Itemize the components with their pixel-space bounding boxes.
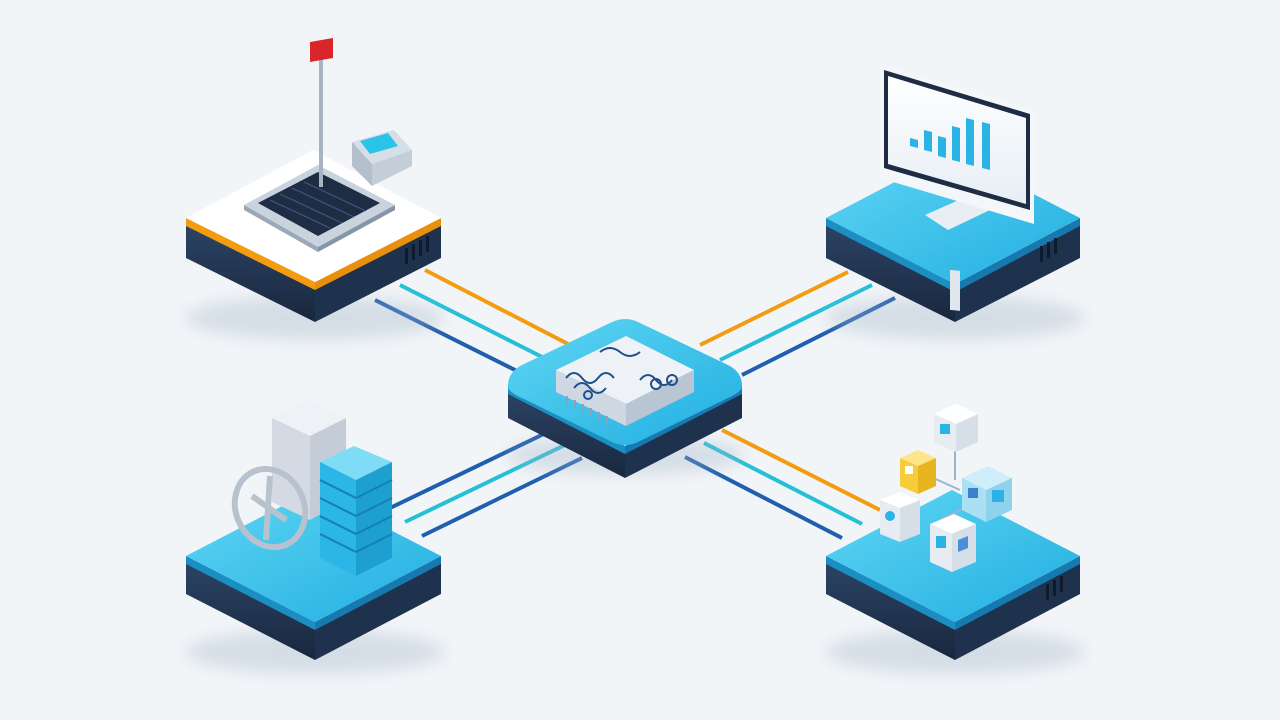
link-orange-top-left <box>424 268 571 347</box>
platform-app-icon-cluster <box>825 404 1085 674</box>
link-cyan-top-left <box>399 283 549 362</box>
link-orange-top-right <box>699 270 849 347</box>
app-cube-top-icon <box>934 404 978 452</box>
platform-left-side <box>826 222 955 322</box>
platform-top <box>186 490 441 622</box>
monitor-icon <box>880 64 1034 311</box>
display-screen-icon <box>360 133 398 154</box>
platform-left-side <box>186 222 315 322</box>
platform-left-side <box>186 560 315 660</box>
bar-chart-icon <box>910 118 990 170</box>
platform-right-side <box>315 222 441 322</box>
central-hub <box>505 319 745 478</box>
platform-analytics-monitor <box>825 64 1085 340</box>
link-orange-bottom-right <box>721 428 881 512</box>
red-flag-icon <box>310 38 333 62</box>
hub-right-side <box>625 390 742 478</box>
app-cube-right-icon <box>962 466 1012 522</box>
link-navy-bottom-right <box>684 455 843 540</box>
scale-device-icon <box>244 38 412 252</box>
hub-left-side <box>508 390 625 478</box>
wheel-icon <box>231 466 309 550</box>
platform-server-storage <box>185 400 445 674</box>
platform-scale-station <box>185 38 445 340</box>
app-cube-front-icon <box>930 514 976 572</box>
chip-icon <box>556 336 694 426</box>
link-navy-bottom-left <box>389 430 549 510</box>
platform-right-side <box>315 560 441 660</box>
server-rack-icon <box>319 446 393 576</box>
app-cube-left-icon <box>880 492 920 542</box>
app-cube-yellow-icon <box>900 450 936 494</box>
platform-left-side <box>826 560 955 660</box>
link-cyan-top-right <box>719 283 873 362</box>
